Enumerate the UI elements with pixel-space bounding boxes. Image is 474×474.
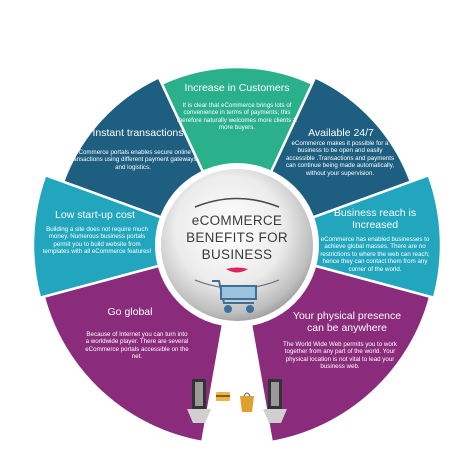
segment-title-business-reach: Business reach is Increased (333, 207, 417, 231)
hub-arc-top (194, 197, 280, 208)
hub-title-line-2: BENEFITS FOR (186, 230, 288, 245)
segment-body-go-global: Because of Internet you can turn into a … (85, 331, 189, 361)
segment-title-physical-presence: Your physical presence can be anywhere (292, 310, 402, 334)
shopping-cart-icon (212, 280, 257, 313)
segment-body-low-startup-cost: Building a site does not require much mo… (42, 226, 152, 256)
segment-title-low-startup-cost: Low start-up cost (55, 209, 135, 221)
hub-title-line-1: eCOMMERCE (191, 213, 283, 228)
segment-body-physical-presence: The World Wide Web permits you to work t… (283, 341, 397, 371)
hub-circle (161, 169, 313, 321)
segment-title-available-24-7: Available 24/7 (308, 127, 374, 139)
segment-body-available-24-7: eCommerce makes it possible for a busine… (285, 140, 395, 177)
segment-body-business-reach: eCommerce has enabled businesses to achi… (320, 236, 430, 273)
segment-title-go-global: Go global (107, 306, 153, 318)
computer-exchange-icon (187, 379, 287, 423)
lips-icon (226, 267, 248, 273)
segment-body-increase-customers: It is clear that eCommerce brings lots o… (176, 102, 298, 132)
hub-title-line-3: BUSINESS (201, 247, 273, 262)
segment-title-increase-customers: Increase in Customers (184, 82, 290, 94)
segment-title-instant-transactions: Instant transactions (92, 127, 184, 139)
segment-group (31, 65, 443, 444)
segment-body-instant-transactions: eCommerce portals enables secure online … (69, 149, 197, 171)
